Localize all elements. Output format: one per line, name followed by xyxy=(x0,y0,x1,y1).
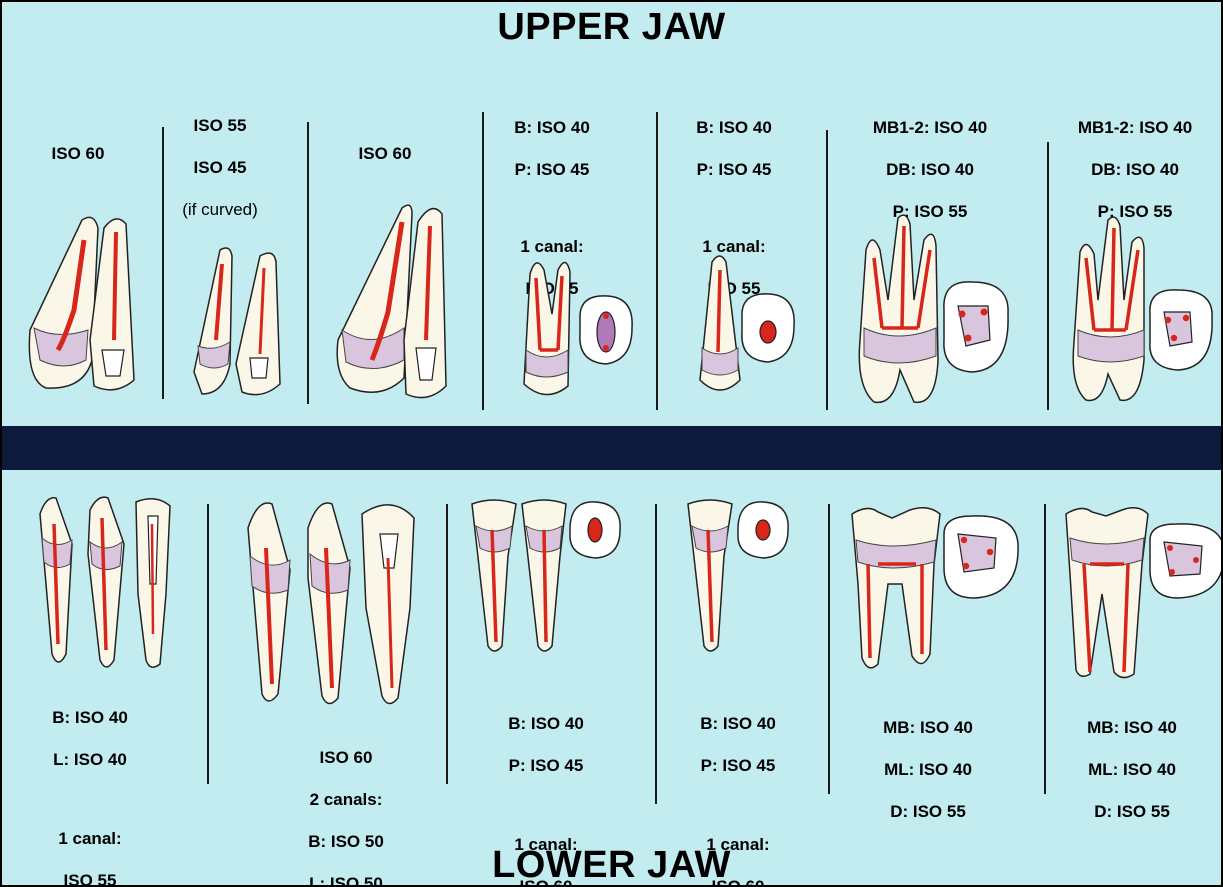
upper-lateral-incisor-icon xyxy=(190,244,290,404)
lower-tooth-5-label: MB: ISO 40 ML: ISO 40 D: ISO 55 xyxy=(858,696,998,843)
label-line: B: ISO 40 xyxy=(674,117,794,138)
label-line: MB1-2: ISO 40 xyxy=(1055,117,1215,138)
lower-tooth-6-label: MB: ISO 40 ML: ISO 40 D: ISO 55 xyxy=(1062,696,1202,843)
upper-tooth-1-label: ISO 60 xyxy=(28,122,128,185)
label-line: ISO 45 xyxy=(170,157,270,178)
label-line: ISO 60 xyxy=(286,747,406,768)
label-line: B: ISO 40 xyxy=(678,713,798,734)
label-line: MB1-2: ISO 40 xyxy=(850,117,1010,138)
label-line: B: ISO 40 xyxy=(486,713,606,734)
column-divider xyxy=(307,122,309,404)
label-line: ISO 60 xyxy=(28,143,128,164)
label-line: D: ISO 55 xyxy=(858,801,998,822)
lower-jaw-title: LOWER JAW xyxy=(2,844,1221,887)
column-divider xyxy=(482,112,484,410)
upper-jaw-title: UPPER JAW xyxy=(2,6,1221,49)
column-divider xyxy=(446,504,448,784)
upper-second-molar-icon xyxy=(1068,214,1223,410)
lower-canine-icon xyxy=(238,498,428,708)
column-divider xyxy=(828,504,830,794)
label-line: P: ISO 45 xyxy=(678,755,798,776)
column-divider xyxy=(655,504,657,804)
label-line: P: ISO 45 xyxy=(492,159,612,180)
label-line: D: ISO 55 xyxy=(1062,801,1202,822)
lower-second-premolar-icon xyxy=(684,496,814,656)
upper-second-premolar-icon xyxy=(690,252,820,402)
label-line: P: ISO 45 xyxy=(486,755,606,776)
column-divider xyxy=(1047,142,1049,410)
lower-second-molar-icon xyxy=(1062,504,1223,684)
column-divider xyxy=(207,504,209,784)
upper-canine-icon xyxy=(332,200,472,410)
label-line: ISO 55 xyxy=(170,115,270,136)
upper-central-incisor-icon xyxy=(24,210,154,400)
column-divider xyxy=(826,130,828,410)
label-line: L: ISO 40 xyxy=(30,749,150,770)
label-line: MB: ISO 40 xyxy=(1062,717,1202,738)
jaw-separator-band xyxy=(2,426,1221,470)
upper-tooth-3-label: ISO 60 xyxy=(335,122,435,185)
label-line: DB: ISO 40 xyxy=(1055,159,1215,180)
label-line: P: ISO 45 xyxy=(674,159,794,180)
upper-tooth-2-label: ISO 55 ISO 45 (if curved) xyxy=(170,94,270,241)
label-line: B: ISO 40 xyxy=(30,707,150,728)
label-line: ISO 60 xyxy=(335,143,435,164)
lower-first-premolar-icon xyxy=(468,496,628,656)
upper-first-premolar-icon xyxy=(512,254,642,404)
label-line: DB: ISO 40 xyxy=(850,159,1010,180)
column-divider xyxy=(162,127,164,399)
label-line: ML: ISO 40 xyxy=(858,759,998,780)
column-divider xyxy=(656,112,658,410)
lower-first-molar-icon xyxy=(848,504,1028,674)
label-line: ML: ISO 40 xyxy=(1062,759,1202,780)
lower-central-incisor-icon xyxy=(32,494,182,674)
upper-first-molar-icon xyxy=(854,210,1024,410)
column-divider xyxy=(1044,504,1046,794)
label-note: (if curved) xyxy=(170,199,270,220)
label-line: B: ISO 40 xyxy=(492,117,612,138)
label-line: 2 canals: xyxy=(286,789,406,810)
label-line: MB: ISO 40 xyxy=(858,717,998,738)
